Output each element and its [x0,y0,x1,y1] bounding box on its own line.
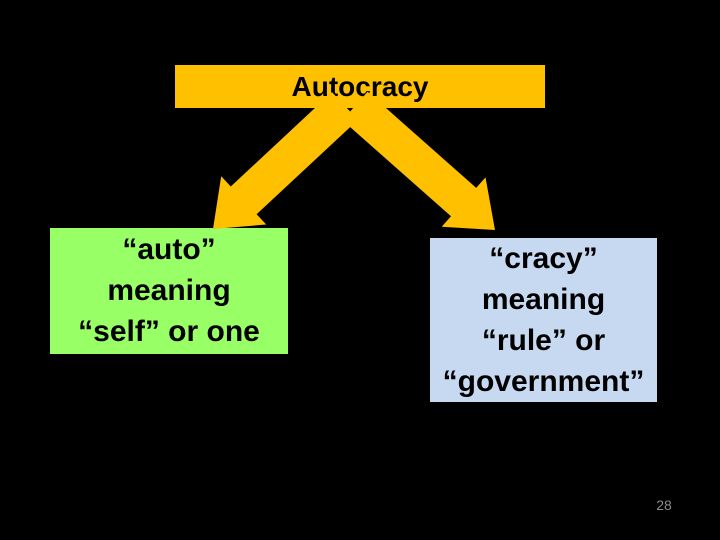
arrow-down-right-icon [342,91,495,230]
left-box-line-1: “auto” [122,233,216,266]
right-definition-box: “cracy” meaning “rule” or “government” [430,238,657,402]
title-box: Autocracy [175,65,545,108]
arrow-down-left-icon [213,92,358,229]
right-box-line-4: “government” [442,365,645,398]
right-box-line-1: “cracy” [489,242,598,275]
left-definition-box: “auto” meaning “self” or one [50,228,288,354]
right-box-line-2: meaning [481,283,606,316]
left-box-line-3: “self” or one [78,315,260,348]
left-box-line-2: meaning [107,274,231,307]
page-number: 28 [656,497,672,513]
title-label: Autocracy [291,70,429,102]
right-box-line-3: “rule” or [481,324,606,357]
